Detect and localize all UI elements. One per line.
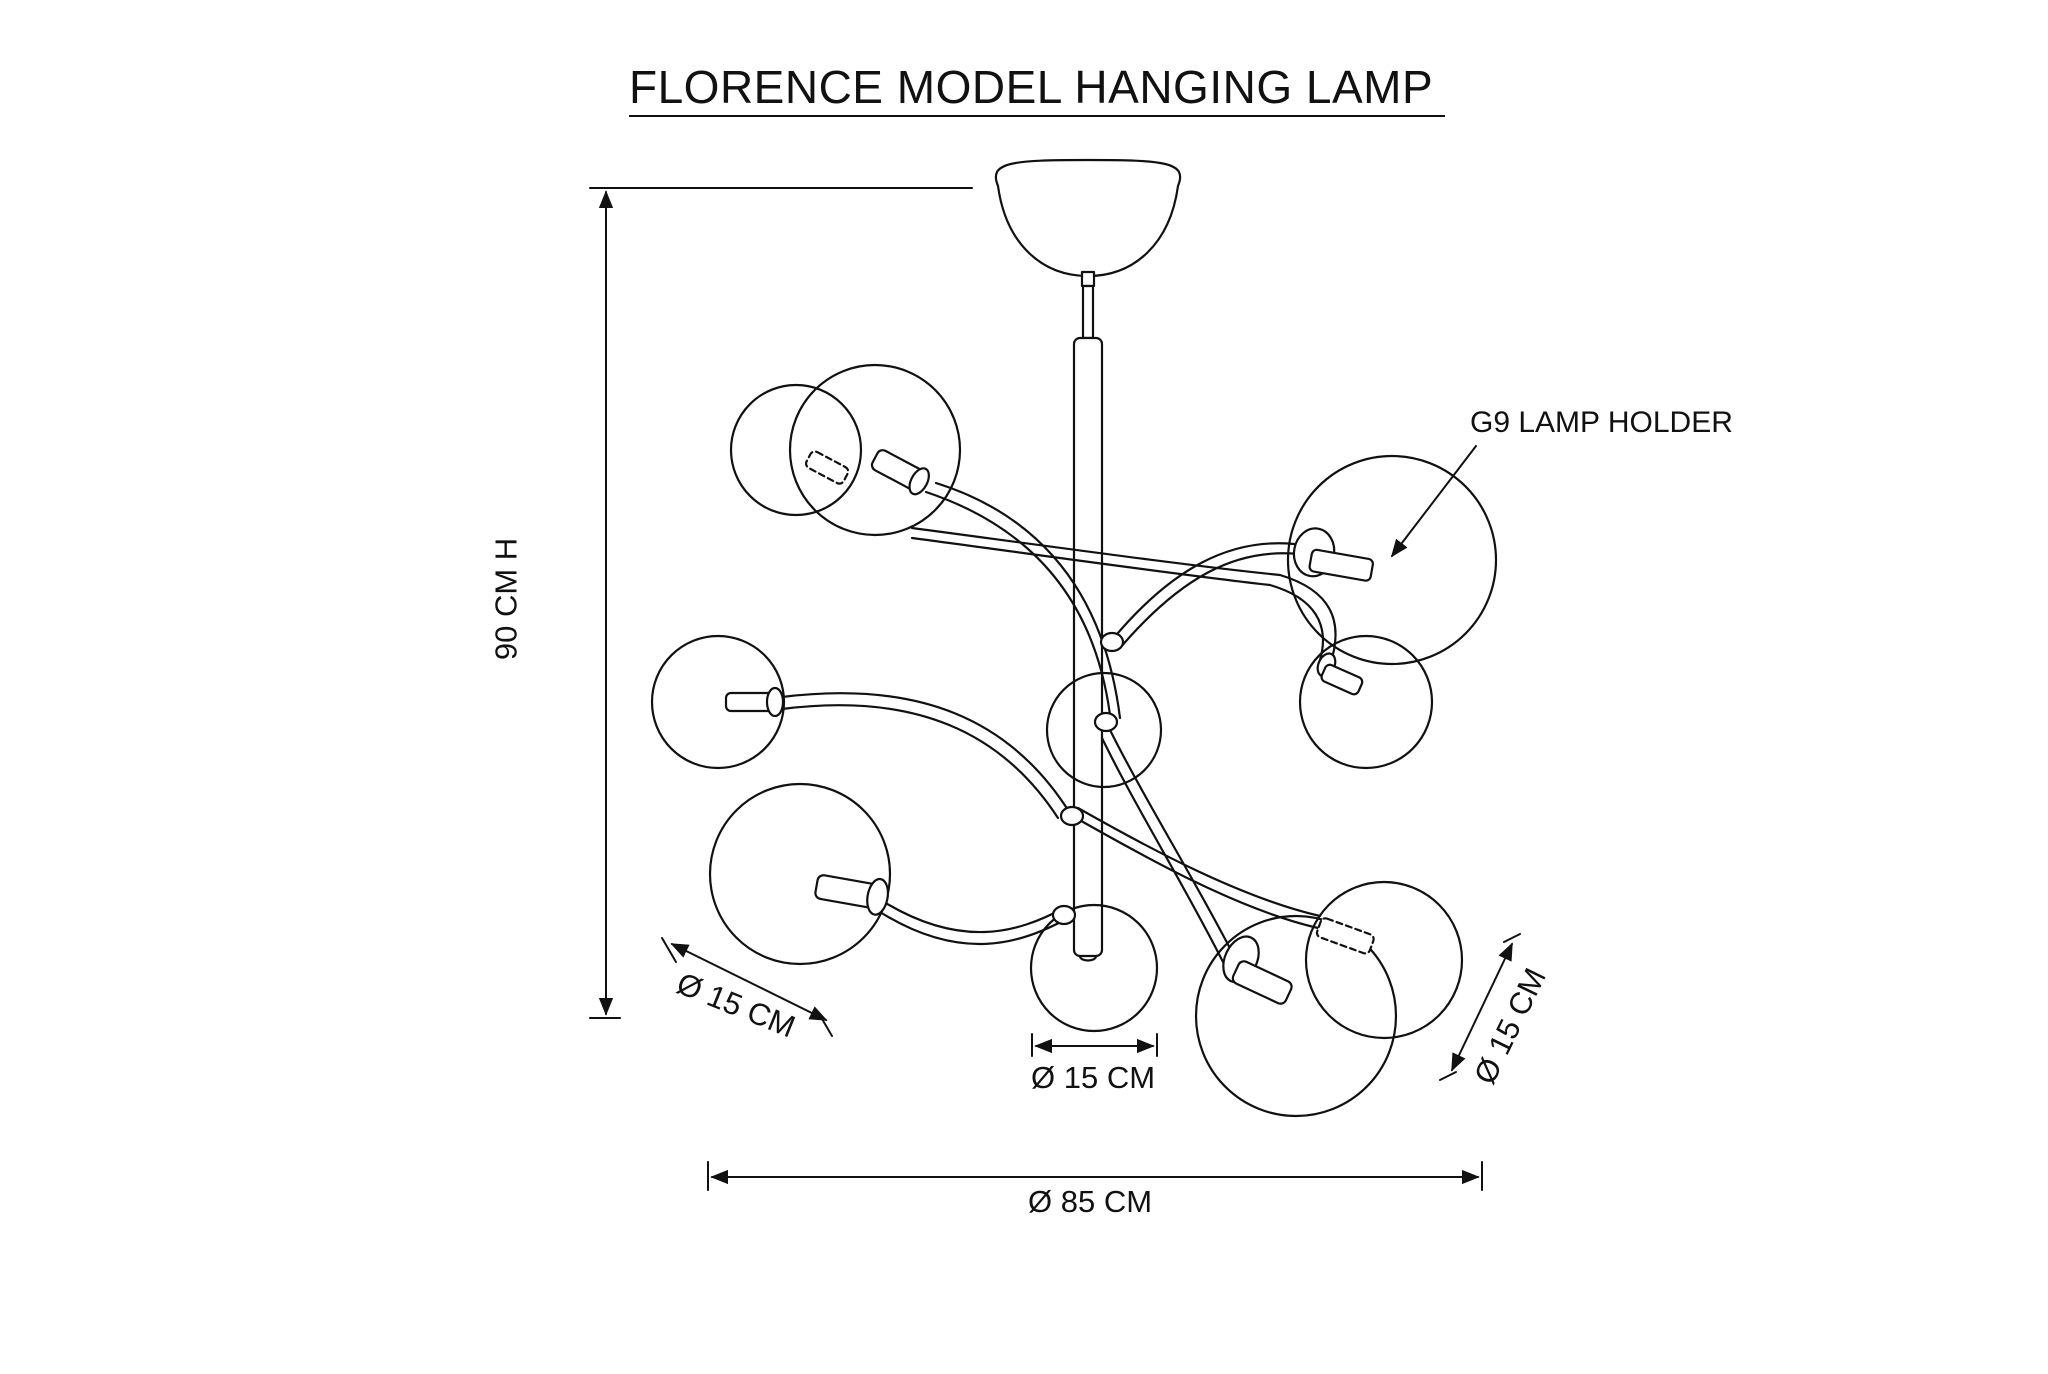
globe-center: [1045, 671, 1163, 789]
height-dimension-label: 90 CM H: [488, 537, 524, 661]
lamp-holder-top-left-back: [805, 450, 850, 485]
drawing-title: FLORENCE MODEL HANGING LAMP: [629, 61, 1434, 113]
shade-left-ext-1: [661, 937, 677, 963]
shade-right-ext-1: [1439, 1071, 1457, 1081]
lamp-holder-left-middle: [724, 686, 785, 718]
globe-bottom-right-back: [1304, 880, 1464, 1040]
globe-top-left: [788, 363, 962, 537]
arm-center-down: [1100, 728, 1236, 966]
lamp-holder-bottom-right-back: [1315, 917, 1375, 955]
title-underline: [629, 115, 1445, 117]
arm-bottom-right-back: [1074, 806, 1322, 930]
joint-center: [1093, 711, 1119, 733]
globe-bottom-center: [1029, 903, 1159, 1033]
lamp-holder-right-middle: [1316, 652, 1364, 696]
joint-bottom: [1051, 904, 1077, 926]
main-tube: [1072, 336, 1104, 958]
arm-left-middle: [780, 692, 1070, 820]
arm-right-upper: [1110, 542, 1300, 650]
shade-right-ext-2: [1503, 933, 1521, 943]
shade-right-dimension-line: [1451, 942, 1513, 1072]
globe-top-left-back: [729, 383, 863, 517]
lamp-holder-bottom-right: [1222, 935, 1293, 1005]
ceiling-canopy: [994, 158, 1182, 278]
shade-left-dimension-line: [670, 943, 828, 1021]
upper-stem: [1081, 284, 1095, 340]
shade-center-dimension-label: Ø 15 CM: [1031, 1060, 1156, 1095]
tube-bottom-cap: [1078, 954, 1098, 962]
globe-bottom-left: [708, 782, 892, 966]
lamp-holder-right-upper: [1292, 527, 1374, 582]
lamp-holder-top-left: [870, 449, 930, 496]
shade-left-ext-2: [817, 1011, 833, 1037]
arm-top-left-to-right: [910, 526, 1337, 667]
joint-lower: [1059, 805, 1085, 827]
globe-bottom-right: [1194, 914, 1398, 1118]
globe-right-middle: [1298, 634, 1434, 770]
arm-bottom-left: [878, 900, 1070, 946]
overall-diameter-label: Ø 85 CM: [1028, 1184, 1153, 1219]
lamp-holder-callout-label: G9 LAMP HOLDER: [1470, 406, 1733, 439]
globe-right-upper: [1286, 454, 1498, 666]
joint-upper: [1099, 631, 1125, 653]
canopy-nut: [1080, 270, 1096, 288]
lamp-holder-bottom-left: [814, 874, 890, 916]
callout-leader-arrow: [1390, 445, 1477, 558]
